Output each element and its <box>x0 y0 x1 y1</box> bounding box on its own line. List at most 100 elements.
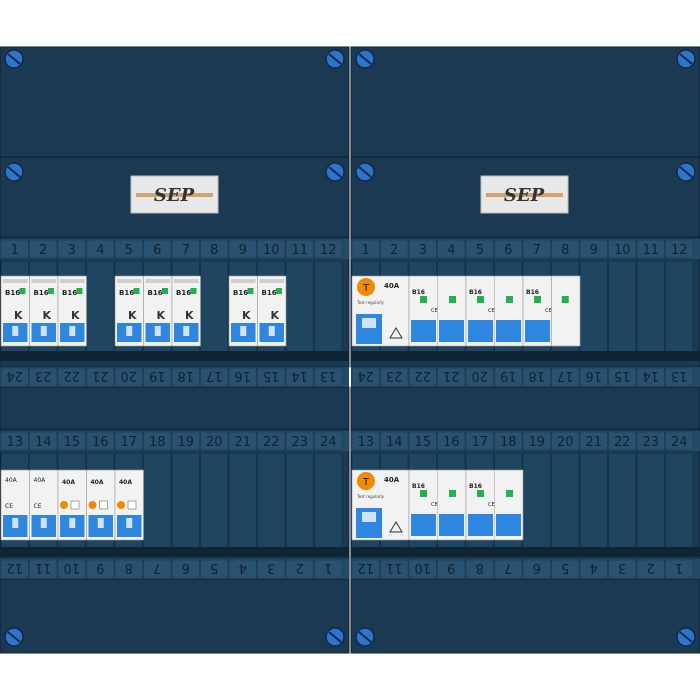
number-cell <box>0 239 29 259</box>
number-cell <box>114 559 143 579</box>
slot-number: 1 <box>11 243 19 258</box>
test-button-icon[interactable] <box>88 501 97 509</box>
blank-slot <box>285 260 314 362</box>
slot-number: 11 <box>35 560 52 575</box>
rating-label: B16 <box>62 289 77 297</box>
rcbo-breaker[interactable]: 40A <box>114 469 144 541</box>
number-cell <box>579 559 608 579</box>
slot-number: 8 <box>476 560 484 575</box>
number-cell <box>29 367 58 387</box>
slot-number: 2 <box>647 560 655 575</box>
brand-label: K <box>270 309 279 322</box>
slot-number: 20 <box>471 368 488 383</box>
number-cell <box>57 559 86 579</box>
number-cell <box>314 239 343 259</box>
slot-number: 10 <box>614 243 631 258</box>
blank-slot <box>608 452 637 558</box>
number-cell <box>608 367 637 387</box>
slot-number: 9 <box>96 560 104 575</box>
screw-icon <box>4 627 24 647</box>
screw-icon <box>355 162 375 182</box>
indicator-icon <box>76 288 83 294</box>
ce-label: CE <box>545 308 552 314</box>
toggle-switch[interactable] <box>525 320 550 342</box>
indicator-icon <box>19 288 26 294</box>
toggle-switch[interactable] <box>468 320 493 342</box>
toggle-switch[interactable] <box>496 514 521 536</box>
slot-number: 20 <box>120 368 137 383</box>
number-cell <box>408 367 437 387</box>
slot-number: 5 <box>210 560 218 575</box>
toggle-switch[interactable] <box>411 320 436 342</box>
number-cell <box>228 559 257 579</box>
indicator-icon <box>420 296 427 303</box>
number-cell <box>551 367 580 387</box>
indicator-icon <box>420 490 427 497</box>
bottom-cover <box>0 578 350 654</box>
toggle-switch[interactable] <box>411 514 436 536</box>
slot-number: 8 <box>561 243 569 258</box>
blank-slot <box>551 452 580 558</box>
toggle-switch[interactable] <box>496 320 521 342</box>
number-cell <box>171 367 200 387</box>
slot-number: 22 <box>414 368 431 383</box>
number-cell <box>114 239 143 259</box>
toggle-switch[interactable] <box>468 514 493 536</box>
rating-label: B16 <box>469 483 482 490</box>
slot-number: 16 <box>585 368 602 383</box>
toggle-switch[interactable] <box>439 320 464 342</box>
number-cell <box>636 431 665 451</box>
test-button-icon[interactable] <box>357 278 375 296</box>
slot-number: 14 <box>642 368 659 383</box>
test-button-icon[interactable] <box>357 472 375 490</box>
toggle-switch[interactable] <box>439 514 464 536</box>
slot-number: 17 <box>206 368 223 383</box>
slot-number: 19 <box>149 368 166 383</box>
middle-cover <box>0 386 350 430</box>
rcbo-breaker[interactable]: 40A <box>86 469 116 541</box>
number-cell <box>200 559 229 579</box>
devices: B16KB16KB16KB16KB16KB16KB16KB16K40ACE40A… <box>0 275 581 541</box>
blank-slot <box>522 452 551 558</box>
slot-number: 22 <box>263 435 280 450</box>
number-cell <box>57 367 86 387</box>
number-cell <box>608 559 637 579</box>
sep-logo-text: SEP <box>154 185 195 206</box>
number-cell <box>465 431 494 451</box>
number-cell <box>465 239 494 259</box>
test-button-icon[interactable] <box>117 501 125 509</box>
rcbo-breaker[interactable]: 40A <box>57 469 87 541</box>
number-cell <box>285 239 314 259</box>
slot-number: 5 <box>476 243 484 258</box>
number-cell <box>114 431 143 451</box>
number-cell <box>257 367 286 387</box>
slot-number: 18 <box>177 368 194 383</box>
ce-label: CE <box>431 502 438 508</box>
slot-number: 8 <box>125 560 133 575</box>
screws <box>4 49 696 647</box>
test-button-icon[interactable] <box>60 501 68 509</box>
number-cell <box>0 367 29 387</box>
screw-icon <box>4 162 24 182</box>
